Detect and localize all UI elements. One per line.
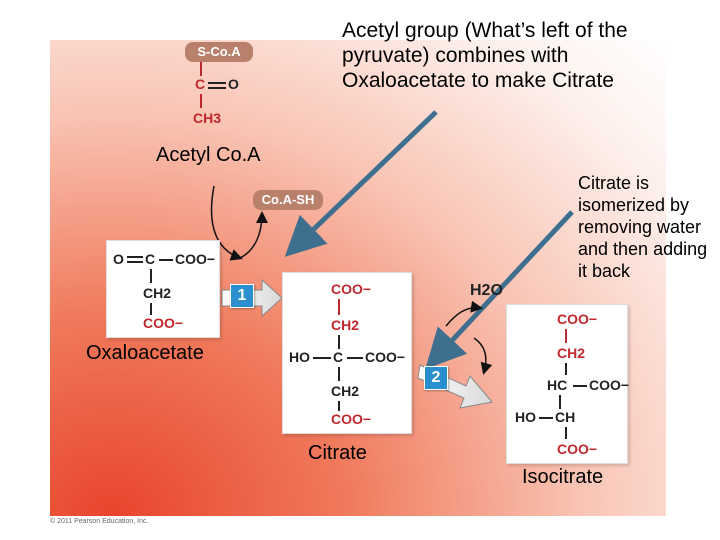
oxa-coo-2: COO− <box>143 315 184 331</box>
oxa-o: O <box>113 251 124 267</box>
bond-line <box>573 385 587 387</box>
cit-coo-mid: COO− <box>365 349 406 365</box>
double-bond-top <box>208 82 226 84</box>
water-label: H2O <box>470 282 503 299</box>
citrate-label: Citrate <box>308 442 367 464</box>
curved-arrow-water-in <box>473 337 493 375</box>
cit-coo-top: COO− <box>331 281 372 297</box>
cit-c: C <box>333 349 344 365</box>
acetyl-coa-label: Acetyl Co.A <box>156 144 261 166</box>
bond-line <box>200 94 202 108</box>
bond-line <box>565 329 567 343</box>
acetyl-ch3: CH3 <box>193 110 222 126</box>
bond-line <box>539 417 553 419</box>
bond-line <box>159 259 173 261</box>
copyright-text: © 2011 Pearson Education, Inc. <box>50 518 149 525</box>
cit-ch2-bot: CH2 <box>331 383 360 399</box>
bond-line <box>347 357 363 359</box>
step-1-badge: 1 <box>230 284 254 308</box>
double-bond-top <box>127 256 143 258</box>
pointer-arrow-acetyl <box>284 110 438 257</box>
bond-line <box>565 363 567 375</box>
oxaloacetate-label: Oxaloacetate <box>86 342 204 364</box>
step-2-badge: 2 <box>424 366 448 390</box>
double-bond-bottom <box>208 87 226 89</box>
cit-ho: HO <box>289 349 310 365</box>
iso-coo-bot: COO− <box>557 441 598 457</box>
iso-hc: HC <box>547 377 568 393</box>
double-bond-bottom <box>127 261 143 263</box>
acetyl-c: C <box>195 76 206 92</box>
acetyl-o: O <box>228 76 239 92</box>
isocitrate-card: COO− CH2 HC COO− HO CH COO− <box>506 304 630 464</box>
isomer-note: Citrate is isomerized by removing water … <box>578 173 708 281</box>
bond-line <box>150 269 152 283</box>
bond-line <box>565 427 567 439</box>
bond-line <box>338 299 340 315</box>
iso-coo-mid: COO− <box>589 377 630 393</box>
isocitrate-label: Isocitrate <box>522 466 604 488</box>
oxa-c: C <box>145 251 156 267</box>
bond-line <box>338 401 340 411</box>
curved-arrow-acetyl-in <box>210 185 243 261</box>
bond-line <box>559 395 561 409</box>
cit-ch2-top: CH2 <box>331 317 360 333</box>
acetyl-note: Acetyl group (What’s left of the pyruvat… <box>342 19 628 92</box>
oxa-ch2: CH2 <box>143 285 172 301</box>
bond-line <box>150 303 152 315</box>
citrate-card: COO− CH2 HO C COO− CH2 COO− <box>282 272 412 434</box>
curved-arrow-water-out <box>445 300 483 327</box>
bond-line <box>338 335 340 349</box>
iso-ch2: CH2 <box>557 345 586 361</box>
bond-line <box>313 357 331 359</box>
iso-coo-top: COO− <box>557 311 598 327</box>
scoa-pill: S-Co.A <box>185 42 253 62</box>
coash-pill: Co.A-SH <box>253 190 323 210</box>
oxaloacetate-card: O C COO− CH2 COO− <box>106 240 220 338</box>
iso-ch: CH <box>555 409 576 425</box>
pointer-arrow-isomer <box>425 210 574 370</box>
oxa-coo-1: COO− <box>175 251 216 267</box>
bond-line <box>200 62 202 76</box>
iso-ho: HO <box>515 409 536 425</box>
cit-coo-bot: COO− <box>331 411 372 427</box>
curved-arrow-coash-out <box>239 211 268 259</box>
bond-line <box>338 367 340 381</box>
